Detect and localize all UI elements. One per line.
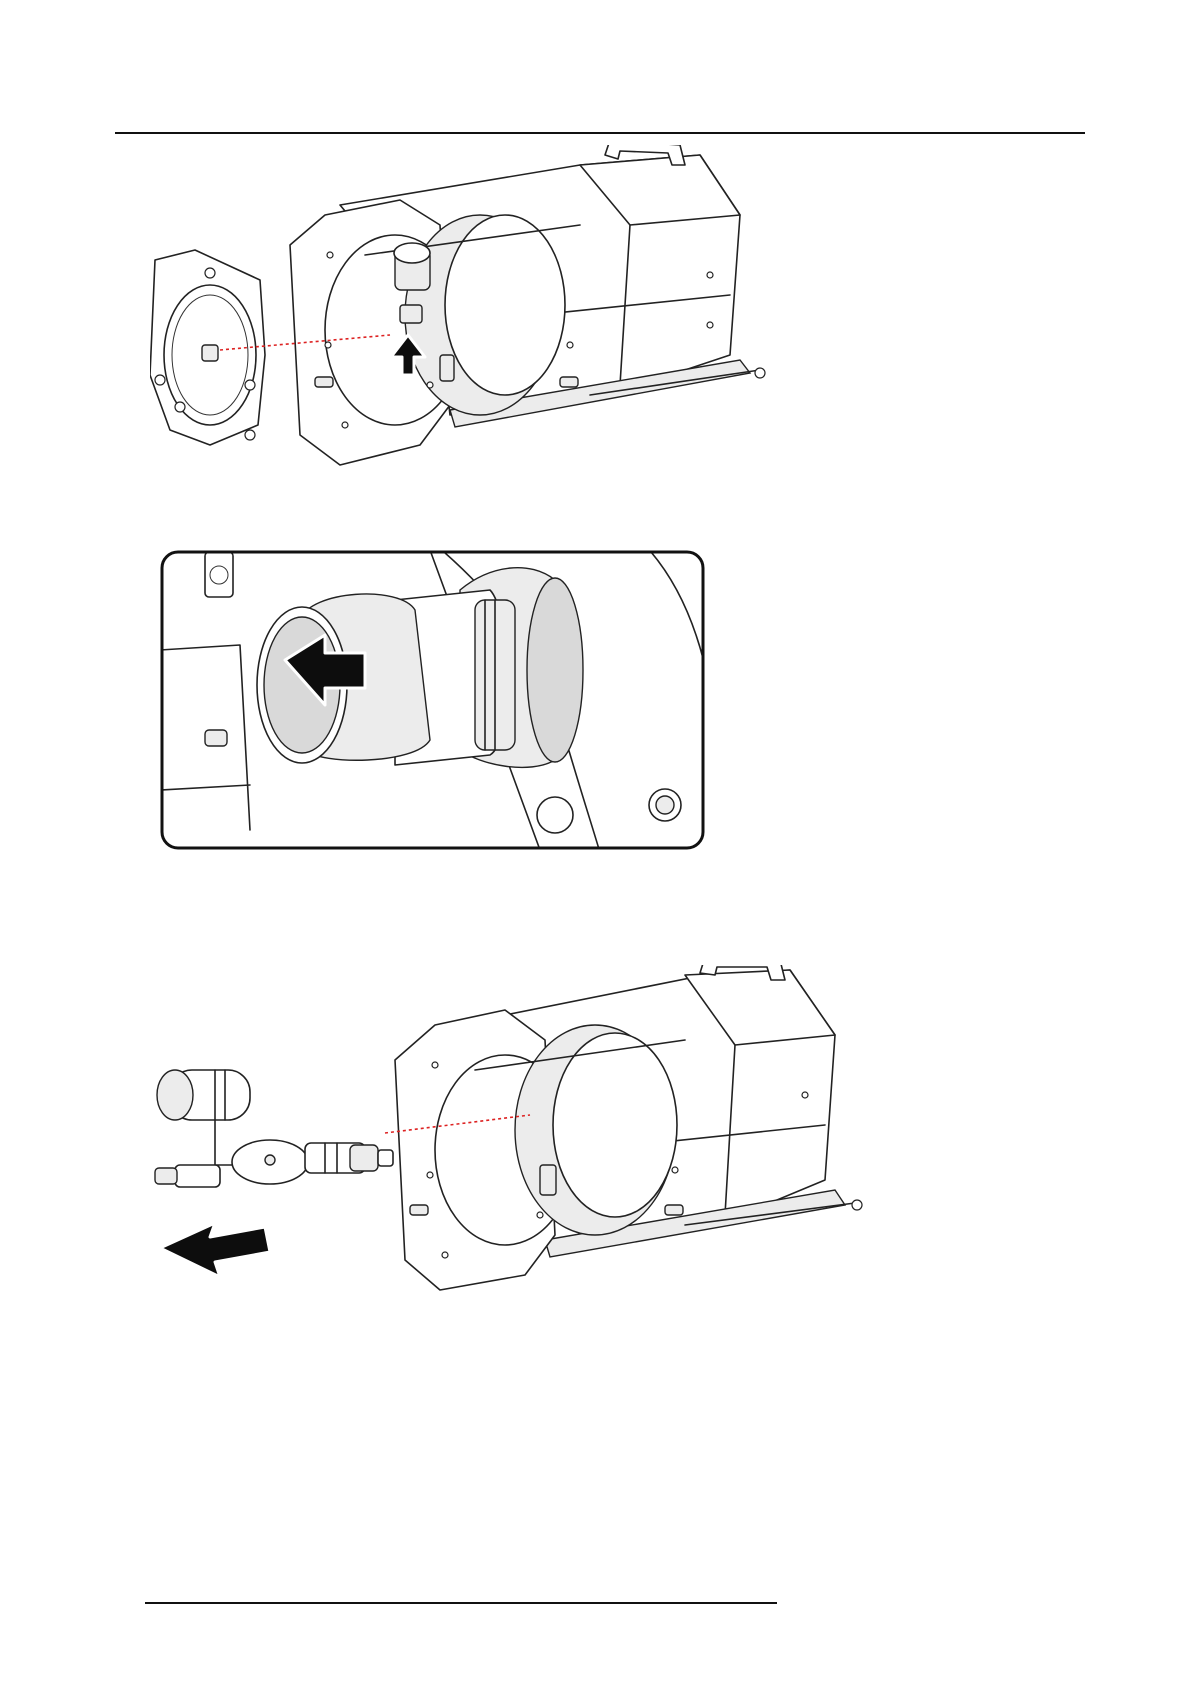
footer-rule: [145, 1602, 777, 1604]
figure-detail-reflector-tube-drawing: [160, 550, 705, 850]
figure-remove-lamp-assembly: [145, 965, 870, 1305]
figure-detail-reflector-tube: [160, 550, 705, 850]
arrow-left-icon: [160, 1223, 270, 1277]
figure-remove-cover-plate: [150, 145, 790, 490]
figure-remove-cover-plate-drawing: [150, 145, 790, 490]
figure-remove-lamp-assembly-drawing: [145, 965, 870, 1305]
header-rule: [115, 132, 1085, 134]
